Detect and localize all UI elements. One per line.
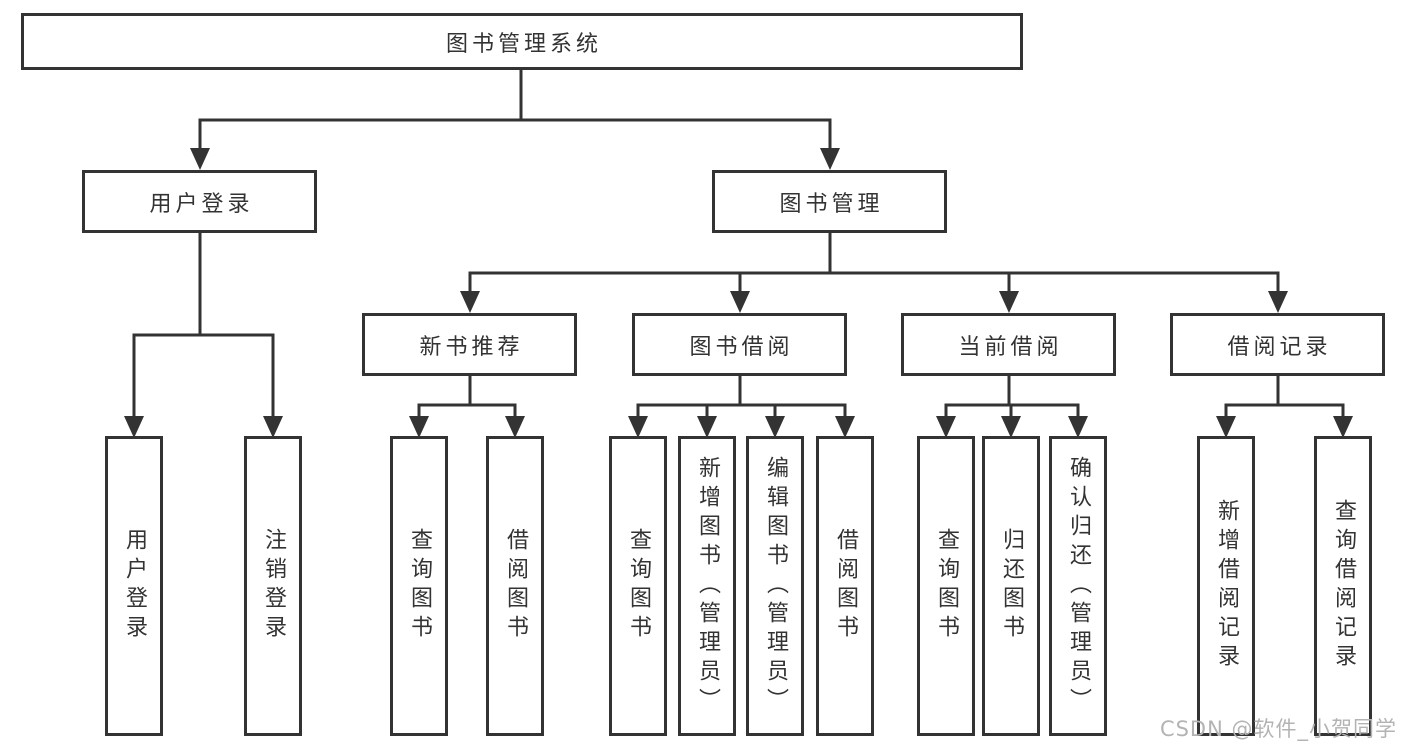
leaf-return-book: 归还图书 (982, 436, 1040, 736)
leaf-borrow-book: 借阅图书 (816, 436, 874, 736)
leaf-add-borrow-record: 新增借阅记录 (1197, 436, 1255, 736)
node-user-login: 用户登录 (82, 170, 317, 233)
csdn-watermark: CSDN @软件_小贺同学 (1159, 717, 1397, 741)
leaf-user-login: 用户登录 (105, 436, 163, 736)
leaf-add-book-admin: 新增图书（管理员） (678, 436, 736, 736)
leaf-query-borrow-record: 查询借阅记录 (1314, 436, 1372, 736)
leaf-query-book: 查询图书 (609, 436, 667, 736)
node-book-management: 图书管理 (712, 170, 947, 233)
node-borrow-records: 借阅记录 (1170, 313, 1385, 376)
node-book-borrowing: 图书借阅 (632, 313, 847, 376)
leaf-edit-book-admin: 编辑图书（管理员） (746, 436, 804, 736)
node-new-book-recommend: 新书推荐 (362, 313, 577, 376)
leaf-logout: 注销登录 (244, 436, 302, 736)
leaf-confirm-return-admin: 确认归还（管理员） (1049, 436, 1107, 736)
leaf-borrow-book: 借阅图书 (486, 436, 544, 736)
node-root-library-system: 图书管理系统 (21, 13, 1023, 70)
arrowheads (124, 148, 1353, 438)
node-current-borrowing: 当前借阅 (901, 313, 1116, 376)
leaf-query-book: 查询图书 (917, 436, 975, 736)
leaf-query-book: 查询图书 (390, 436, 448, 736)
